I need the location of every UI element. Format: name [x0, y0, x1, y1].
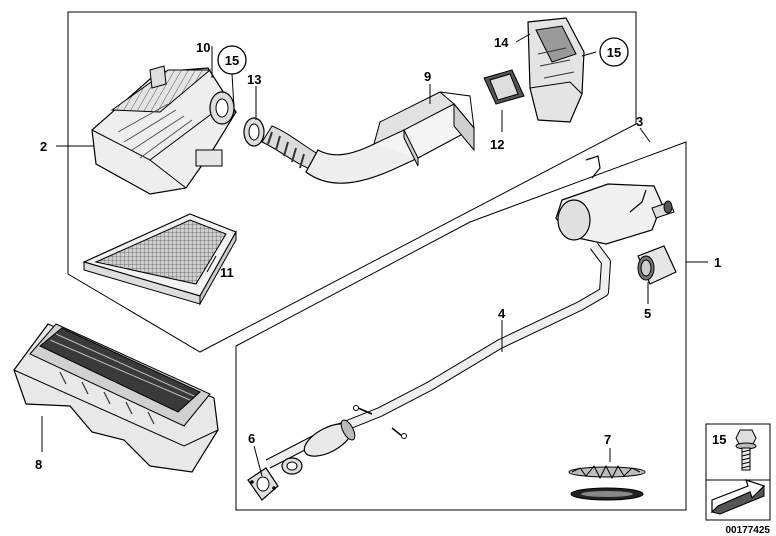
tailpipe-trim [637, 245, 677, 285]
callout-11: 11 [220, 265, 234, 280]
callout-7: 7 [604, 432, 611, 447]
callout-10: 10 [196, 40, 210, 55]
diagram-number: 00177425 [726, 525, 771, 536]
engine-cover [13, 323, 219, 473]
callout-12: 12 [490, 137, 504, 152]
callout-4: 4 [498, 306, 506, 321]
callout-6: 6 [248, 431, 255, 446]
callout-15-b: 15 [607, 45, 621, 60]
arrow-icon [711, 479, 766, 515]
air-intake-group-frame [67, 11, 637, 353]
exhaust-group-frame [235, 141, 687, 511]
rear-muffler [555, 155, 675, 245]
intake-duct [261, 91, 475, 184]
hose-clamp-ring [243, 117, 265, 147]
callout-5: 5 [644, 306, 651, 321]
callout-3: 3 [636, 114, 643, 129]
air-guide-bracket [527, 17, 585, 123]
callout-15-circle-a: 15 [217, 45, 247, 75]
callout-15-circle-b: 15 [599, 37, 629, 67]
exhaust-gasket [247, 467, 279, 501]
hardware-set [568, 464, 646, 501]
legend-number: 15 [712, 432, 726, 447]
leader-lines [41, 33, 708, 477]
callout-14: 14 [494, 35, 509, 50]
callout-1: 1 [714, 255, 721, 270]
bolt-icon [735, 429, 757, 471]
exhaust-pipe [265, 243, 611, 475]
air-filter-element [82, 213, 237, 306]
callout-13: 13 [247, 72, 261, 87]
air-filter-housing [91, 65, 237, 195]
callout-9: 9 [424, 69, 431, 84]
duct-seal [483, 69, 525, 105]
callout-2: 2 [40, 139, 47, 154]
callout-8: 8 [35, 457, 42, 472]
callout-15-a: 15 [225, 53, 239, 68]
fastener-legend: 15 [705, 423, 771, 521]
